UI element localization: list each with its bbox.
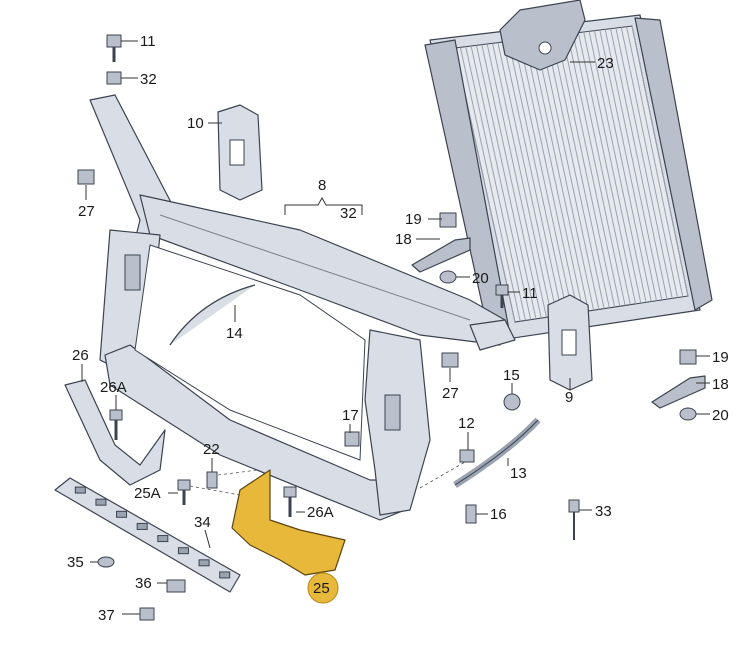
callout-14: 14 xyxy=(226,325,243,342)
callout-19a: 19 xyxy=(405,211,422,228)
callout-19b: 19 xyxy=(712,349,729,366)
radiator-fin xyxy=(529,38,589,312)
radiator-fin xyxy=(459,47,521,322)
callout-18a: 18 xyxy=(395,231,412,248)
callout-26: 26 xyxy=(72,347,89,364)
leader-lines xyxy=(81,40,710,615)
radiator-fin xyxy=(588,31,647,303)
callout-34: 34 xyxy=(194,514,211,531)
radiator-fin xyxy=(604,29,663,301)
radiator-fin xyxy=(577,32,637,304)
radiator-fin xyxy=(620,27,679,298)
strip-tooth xyxy=(116,510,128,518)
callout-labels: 11 32 10 8 32 23 27 19 18 20 11 14 26 26… xyxy=(67,33,729,624)
assembly-lines xyxy=(189,461,466,496)
callout-11a: 11 xyxy=(140,33,156,50)
strip-tooth xyxy=(157,535,169,543)
callout-25: 25 xyxy=(313,580,330,597)
strip-tooth xyxy=(95,498,107,506)
radiator-fin xyxy=(492,43,553,317)
callout-33: 33 xyxy=(595,503,612,520)
callout-27a: 27 xyxy=(78,203,95,220)
radiator-fin xyxy=(583,31,642,304)
callout-18b: 18 xyxy=(712,376,729,393)
callout-27b: 27 xyxy=(442,385,459,402)
radiator-fin xyxy=(481,44,542,319)
callout-20a: 20 xyxy=(472,270,489,287)
radiator xyxy=(424,14,713,341)
radiator-fin xyxy=(610,28,668,300)
radiator-fin xyxy=(508,41,568,315)
radiator-fin xyxy=(556,35,616,308)
bracket-8 xyxy=(284,196,363,215)
callout-25A: 25A xyxy=(134,485,161,502)
radiator-fin xyxy=(534,37,595,311)
strip-34 xyxy=(54,477,241,593)
callout-23: 23 xyxy=(597,55,614,72)
callout-17: 17 xyxy=(342,407,359,424)
radiator-fin xyxy=(599,29,658,301)
callout-36: 36 xyxy=(135,575,152,592)
callout-12: 12 xyxy=(458,415,475,432)
callout-11b: 11 xyxy=(522,285,538,302)
callout-26A: 26A xyxy=(100,379,127,396)
callout-13: 13 xyxy=(510,465,527,482)
callout-25-bubble xyxy=(307,572,339,604)
strip-tooth xyxy=(219,571,231,579)
strip-tooth xyxy=(198,559,210,567)
radiator-fin xyxy=(615,27,673,299)
radiator-fin xyxy=(502,41,563,316)
bracket-23 xyxy=(499,0,586,71)
callout-22: 22 xyxy=(203,441,220,458)
radiator-fin xyxy=(626,26,684,297)
plate-9 xyxy=(547,294,593,391)
radiator-fin xyxy=(540,37,600,310)
strip-tooth xyxy=(74,486,86,494)
radiator-fin xyxy=(497,42,558,316)
bracket-25-highlighted xyxy=(231,469,346,576)
radiator-fin xyxy=(470,45,532,320)
callout-37: 37 xyxy=(98,607,115,624)
callout-15: 15 xyxy=(503,367,520,384)
radiator-fin xyxy=(567,33,626,306)
radiator-fin xyxy=(513,40,574,314)
radiator-fin xyxy=(551,35,610,308)
callout-32b: 32 xyxy=(340,205,357,222)
radiator-fin xyxy=(486,43,547,318)
lock-carrier xyxy=(89,94,516,521)
callout-16: 16 xyxy=(490,506,507,523)
callout-10: 10 xyxy=(187,115,204,132)
callout-26Ab: 26A xyxy=(307,504,334,521)
radiator-fin xyxy=(572,33,631,305)
radiator-fin xyxy=(465,46,526,321)
strip-tooth xyxy=(136,522,148,530)
callout-20b: 20 xyxy=(712,407,729,424)
callout-35: 35 xyxy=(67,554,84,571)
callout-32a: 32 xyxy=(140,71,157,88)
radiator-fin xyxy=(561,34,621,307)
radiator-fin xyxy=(475,45,537,319)
radiator-fin xyxy=(545,36,605,309)
radiator-fin xyxy=(524,39,584,312)
strip-tooth xyxy=(177,547,189,555)
callout-9: 9 xyxy=(565,389,573,406)
radiator-fin xyxy=(593,30,652,302)
fasteners xyxy=(77,34,706,621)
radiator-fin xyxy=(518,39,579,313)
bracket-26 xyxy=(64,379,166,486)
plate-10 xyxy=(217,104,263,201)
radiator-fin xyxy=(631,25,689,297)
callout-8: 8 xyxy=(318,177,326,194)
